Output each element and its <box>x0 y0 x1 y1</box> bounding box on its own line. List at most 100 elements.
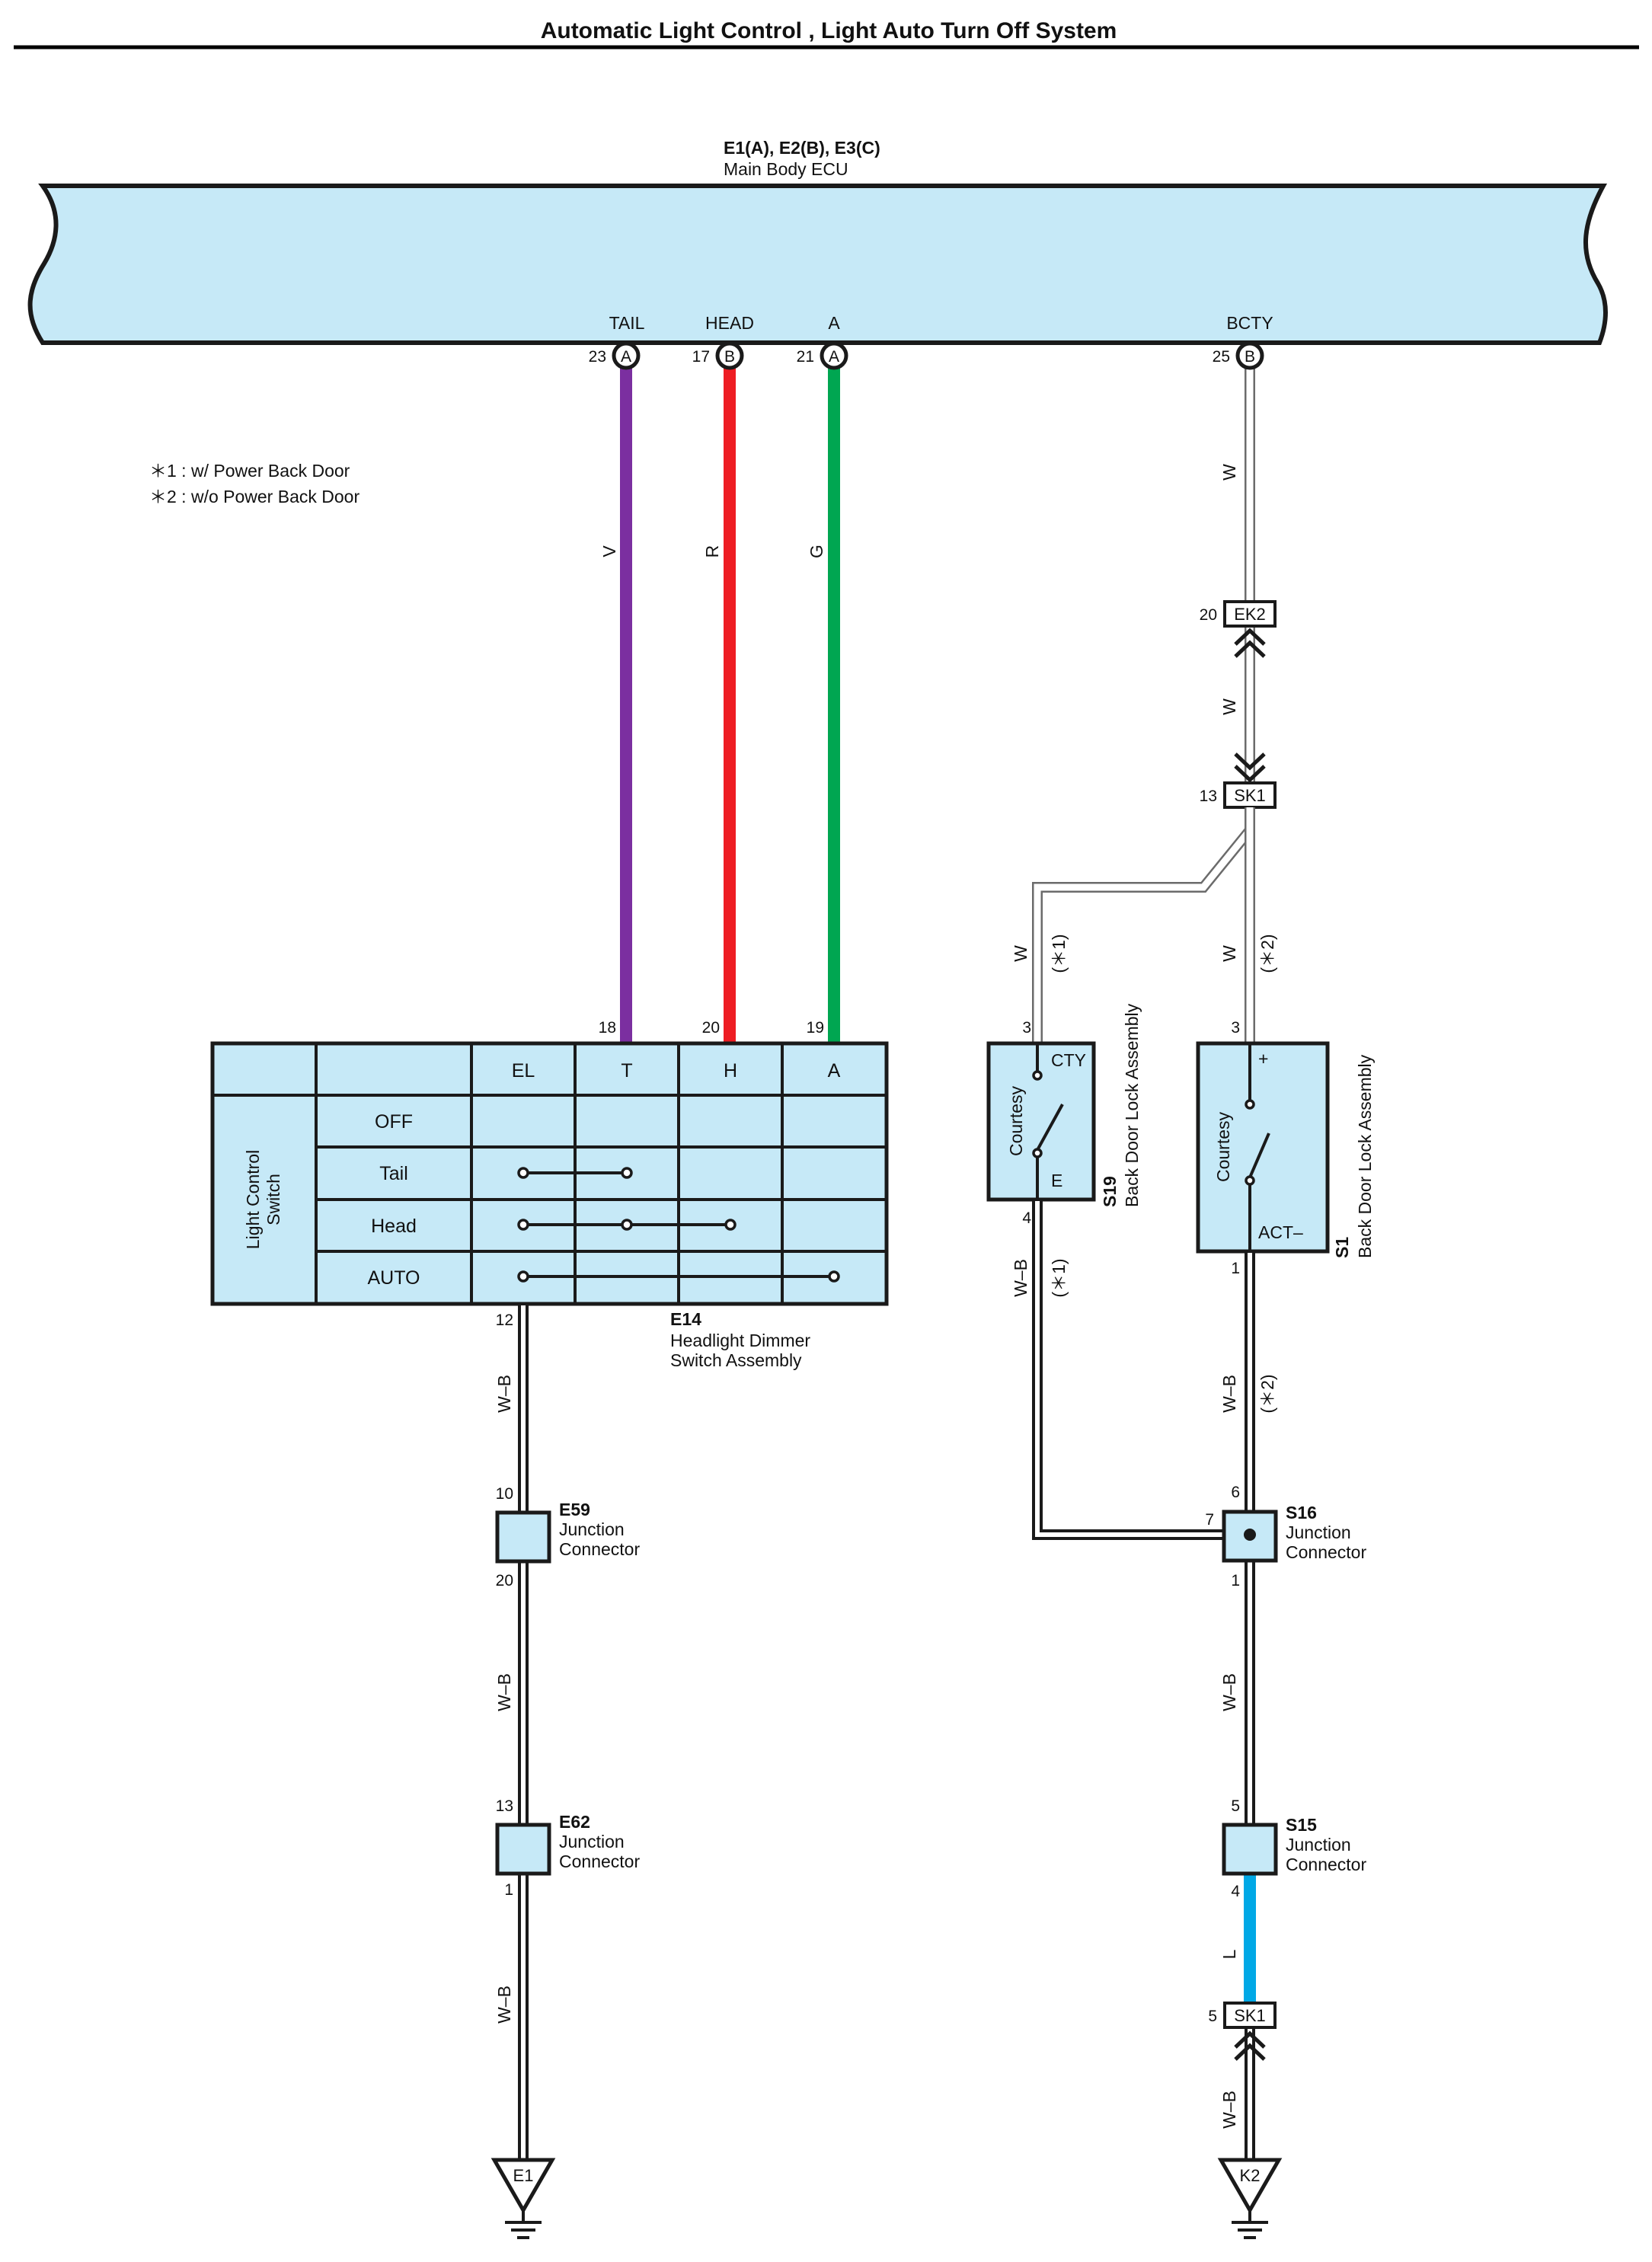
switch-s19-pin-bottom: 4 <box>1022 1209 1031 1227</box>
connector-ek2-pin: 20 <box>1200 606 1217 624</box>
switch-s1-bottom-label: ACT– <box>1258 1222 1303 1242</box>
wire-tail-color: V <box>599 545 619 558</box>
junction-e59-pin-bottom: 20 <box>496 1572 513 1589</box>
junction-e62-pin-bottom: 1 <box>504 1881 513 1899</box>
ecu-body <box>27 184 1608 345</box>
junction-s15-code: S15 <box>1286 1815 1317 1835</box>
wire-e14-down-color: W–B <box>494 1375 514 1413</box>
wire-e59-down-color: W–B <box>494 1673 514 1711</box>
junction-s16-pin-left: 7 <box>1205 1511 1214 1529</box>
ecu-pin-21-conn: A <box>829 348 839 366</box>
junction-s15: 5 4 S15 Junction Connector <box>1222 1797 1366 1900</box>
continuity-tail <box>517 1167 633 1179</box>
switch-e14-code: E14 <box>670 1309 701 1329</box>
switch-s1: Courtesy + ACT– <box>1196 1041 1330 1254</box>
junction-e59-code: E59 <box>559 1500 590 1519</box>
ground-k2: K2 <box>1217 2158 1283 2239</box>
switch-col-h: H <box>724 1060 737 1081</box>
switch-s19-name: Back Door Lock Assembly <box>1122 1003 1142 1207</box>
switch-pin-t: 18 <box>599 1019 616 1037</box>
junction-s15-pin-top: 5 <box>1231 1797 1240 1815</box>
junction-s16-pin-bottom: 1 <box>1231 1572 1240 1589</box>
wire-s16-down-color: W–B <box>1219 1673 1239 1711</box>
connector-sk1-top-label: SK1 <box>1234 786 1266 805</box>
junction-e59-pin-top: 10 <box>496 1485 513 1503</box>
wire-s19-ground <box>1032 1201 1225 1540</box>
ecu-pin-21-num: 21 <box>797 348 814 366</box>
ecu-pin-23-num: 23 <box>589 348 606 366</box>
ecu-terminal-tail: TAIL <box>609 313 645 333</box>
page-title: Automatic Light Control , Light Auto Tur… <box>541 18 1117 43</box>
ecu-terminal-head: HEAD <box>705 313 754 333</box>
ground-k2-label: K2 <box>1240 2166 1261 2185</box>
switch-row-auto: AUTO <box>368 1267 420 1289</box>
wire-auto <box>828 356 840 1043</box>
ecu-pin-25-num: 25 <box>1213 348 1230 366</box>
switch-side-label-2: Switch <box>264 1174 283 1225</box>
wire-head <box>724 356 736 1043</box>
switch-s19-bottom-label: E <box>1051 1171 1062 1190</box>
ecu-pin-17: B 17 <box>692 341 744 370</box>
wire-s19-color: W <box>1011 945 1031 962</box>
wire-s1-note: (＊2) <box>1257 934 1277 973</box>
wire-s19-ground-note: (＊1) <box>1049 1258 1069 1297</box>
switch-s1-pin-top: 3 <box>1231 1019 1240 1037</box>
switch-pin-a: 19 <box>807 1019 824 1037</box>
junction-s16-pin-top: 6 <box>1231 1484 1240 1501</box>
junction-s16-l2: Connector <box>1286 1542 1366 1562</box>
switch-pin-bottom: 12 <box>496 1312 513 1329</box>
ecu-pin-25-conn: B <box>1245 348 1255 366</box>
switch-s1-name: Back Door Lock Assembly <box>1355 1054 1375 1258</box>
junction-e62-l1: Junction <box>559 1832 625 1851</box>
ecu-pin-23: A 23 <box>589 341 641 370</box>
wire-s15-l <box>1244 1874 1256 2015</box>
connector-ek2: EK2 20 <box>1200 600 1277 658</box>
junction-e59-l2: Connector <box>559 1539 640 1559</box>
ecu-pin-17-conn: B <box>724 348 735 366</box>
junction-e62: 13 1 E62 Junction Connector <box>495 1797 640 1899</box>
switch-s19-pin-top: 3 <box>1022 1019 1031 1037</box>
connector-ek2-label: EK2 <box>1234 605 1266 624</box>
ecu-pin-21: A 21 <box>797 341 848 370</box>
switch-e14-name-1: Headlight Dimmer <box>670 1331 810 1350</box>
ecu-pin-17-num: 17 <box>692 348 710 366</box>
junction-s16-code: S16 <box>1286 1503 1317 1522</box>
ecu-terminal-a: A <box>828 313 840 333</box>
switch-col-a: A <box>828 1060 841 1081</box>
ecu-pin-23-conn: A <box>621 348 631 366</box>
wire-sk1-ground <box>1234 2029 1266 2161</box>
wire-s1-color: W <box>1219 945 1239 962</box>
connector-sk1-top-pin: 13 <box>1200 788 1217 805</box>
connector-sk1-bottom-pin: 5 <box>1208 2008 1217 2025</box>
note-1: ＊1 : w/ Power Back Door <box>149 461 350 481</box>
ecu-terminal-bcty: BCTY <box>1226 313 1273 333</box>
switch-row-off: OFF <box>375 1111 413 1133</box>
switch-side-label-1: Light Control <box>243 1150 263 1249</box>
wire-head-color: R <box>702 545 722 558</box>
switch-s19-code: S19 <box>1100 1176 1120 1207</box>
ecu-code: E1(A), E2(B), E3(C) <box>724 138 880 158</box>
wire-s19-note: (＊1) <box>1049 934 1069 973</box>
connector-sk1-bottom-label: SK1 <box>1234 2006 1266 2025</box>
ecu-name: Main Body ECU <box>724 159 848 179</box>
continuity-auto <box>517 1270 840 1283</box>
junction-s15-l2: Connector <box>1286 1855 1366 1874</box>
wire-s19-ground-color: W–B <box>1011 1259 1031 1297</box>
switch-col-t: T <box>621 1060 632 1081</box>
wire-e62-down-color: W–B <box>494 1986 514 2024</box>
ground-e1: E1 <box>490 2158 556 2239</box>
junction-s15-l1: Junction <box>1286 1835 1351 1855</box>
wire-sk1-down-color: W–B <box>1219 2091 1239 2129</box>
switch-e14: EL T H A OFF Tail Head AUTO Light Contro… <box>210 1041 889 1306</box>
junction-e62-pin-top: 13 <box>496 1797 513 1815</box>
switch-e14-name-2: Switch Assembly <box>670 1350 802 1370</box>
ground-e1-label: E1 <box>513 2166 534 2185</box>
note-2: ＊2 : w/o Power Back Door <box>149 487 359 506</box>
connector-sk1-bottom: SK1 5 <box>1208 2002 1277 2029</box>
wire-s1-ground-note: (＊2) <box>1257 1374 1277 1413</box>
switch-pin-h: 20 <box>702 1019 720 1037</box>
continuity-head <box>517 1219 737 1231</box>
junction-e59: 10 20 E59 Junction Connector <box>495 1485 640 1589</box>
ecu-pin-25: B 25 <box>1213 341 1264 370</box>
junction-e59-l1: Junction <box>559 1519 625 1539</box>
